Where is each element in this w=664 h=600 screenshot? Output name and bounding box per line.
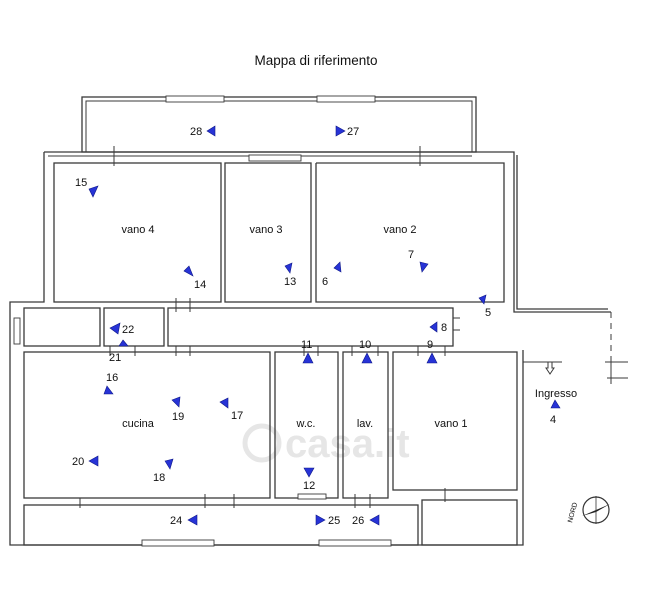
room-label-wc: w.c. [296,418,316,430]
marker-11[interactable]: 11 [301,339,314,364]
marker-label-13: 13 [284,276,296,288]
compass-north-label: NORD [567,502,579,524]
marker-4[interactable]: 4 [550,399,561,426]
room-cucina [23,351,271,499]
room-small-left [23,307,101,347]
room-label-vano1: vano 1 [434,418,467,430]
marker-label-9: 9 [427,339,433,351]
room-closet [103,307,165,347]
marker-5[interactable]: 5 [478,294,491,319]
marker-24[interactable]: 24 [170,514,198,527]
room-label-vano3: vano 3 [249,224,282,236]
room-labels: vano 4 vano 3 vano 2 cucina w.c. lav. va… [121,224,467,430]
watermark: casa.it [242,422,410,466]
marker-28[interactable]: 28 [190,125,216,138]
marker-label-10: 10 [359,339,371,351]
marker-label-8: 8 [441,322,447,334]
marker-label-20: 20 [72,456,84,468]
marker-label-17: 17 [231,410,243,422]
compass: NORD [567,496,610,524]
marker-label-25: 25 [328,515,340,527]
marker-17[interactable]: 17 [219,397,243,422]
marker-8[interactable]: 8 [429,321,447,334]
marker-19[interactable]: 18 [153,458,174,484]
marker-label-14: 14 [194,279,206,291]
marker-20[interactable]: 20 [72,455,99,468]
marker-label-18: 19 [172,411,184,423]
room-label-vano4: vano 4 [121,224,154,236]
rooms [23,162,518,546]
marker-label-12: 12 [303,480,315,492]
room-label-cucina: cucina [122,418,155,430]
openings [13,146,460,547]
watermark-text: casa.it [285,422,410,466]
bottom-balcony [23,504,419,546]
marker-label-19: 18 [153,472,165,484]
marker-label-6: 6 [322,276,328,288]
room-vano3 [224,162,312,303]
marker-18[interactable]: 19 [171,396,184,423]
room-vano2 [315,162,505,303]
room-label-vano2: vano 2 [383,224,416,236]
map-title: Mappa di riferimento [254,53,378,68]
marker-26[interactable]: 26 [352,514,380,527]
marker-label-21: 21 [109,352,121,364]
top-balcony [81,95,477,153]
marker-label-4: 4 [550,414,556,426]
marker-6[interactable]: 6 [322,261,342,288]
bottom-right-room [421,499,518,546]
marker-14[interactable]: 14 [183,265,206,291]
marker-21[interactable]: 21 [109,339,129,364]
marker-label-24: 24 [170,515,182,527]
marker-label-27: 27 [347,126,359,138]
marker-25[interactable]: 25 [315,514,340,527]
marker-label-11: 11 [301,339,312,351]
room-lav [342,351,389,499]
marker-16[interactable]: 16 [103,372,118,395]
marker-22[interactable]: 22 [109,322,134,336]
marker-label-28: 28 [190,126,202,138]
marker-27[interactable]: 27 [335,125,359,138]
marker-13[interactable]: 13 [284,262,296,288]
marker-10[interactable]: 10 [359,339,373,364]
marker-label-26: 26 [352,515,364,527]
marker-12[interactable]: 12 [303,467,315,492]
entrance-label: Ingresso [535,388,577,400]
marker-label-5: 5 [485,307,491,319]
marker-label-15: 15 [75,177,87,189]
room-label-lav: lav. [357,418,373,430]
marker-15[interactable]: 15 [75,177,99,198]
room-vano4 [53,162,222,303]
outer-walls [9,151,628,546]
room-vano1 [392,351,518,491]
marker-label-7: 7 [408,249,414,261]
marker-label-16: 16 [106,372,118,384]
corridor [167,307,454,347]
markers: 28 27 15 14 13 6 7 5 [72,125,561,527]
entrance: Ingresso [535,361,577,400]
marker-label-22: 22 [122,324,134,336]
marker-7[interactable]: 7 [408,249,429,273]
entrance-arrow-icon [545,361,555,375]
marker-9[interactable]: 9 [426,339,438,364]
